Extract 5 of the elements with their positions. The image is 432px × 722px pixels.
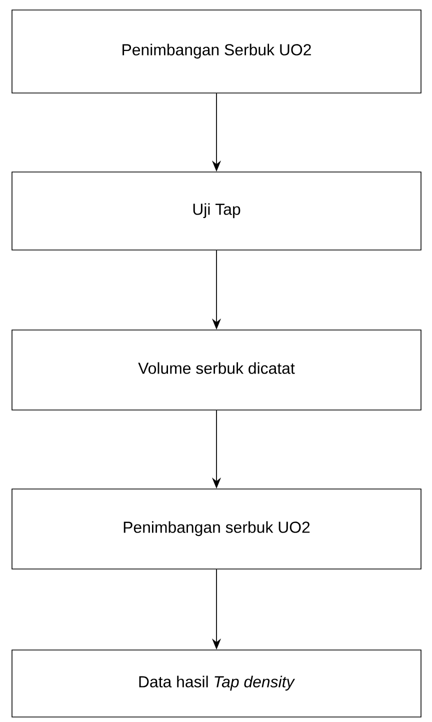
process-box: Data hasil Tap density [12,650,422,718]
process-box: Uji Tap [12,172,422,250]
process-box: Penimbangan serbuk UO2 [12,488,422,570]
process-box: Penimbangan Serbuk UO2 [12,10,422,94]
process-box: Volume serbuk dicatat [12,330,422,410]
